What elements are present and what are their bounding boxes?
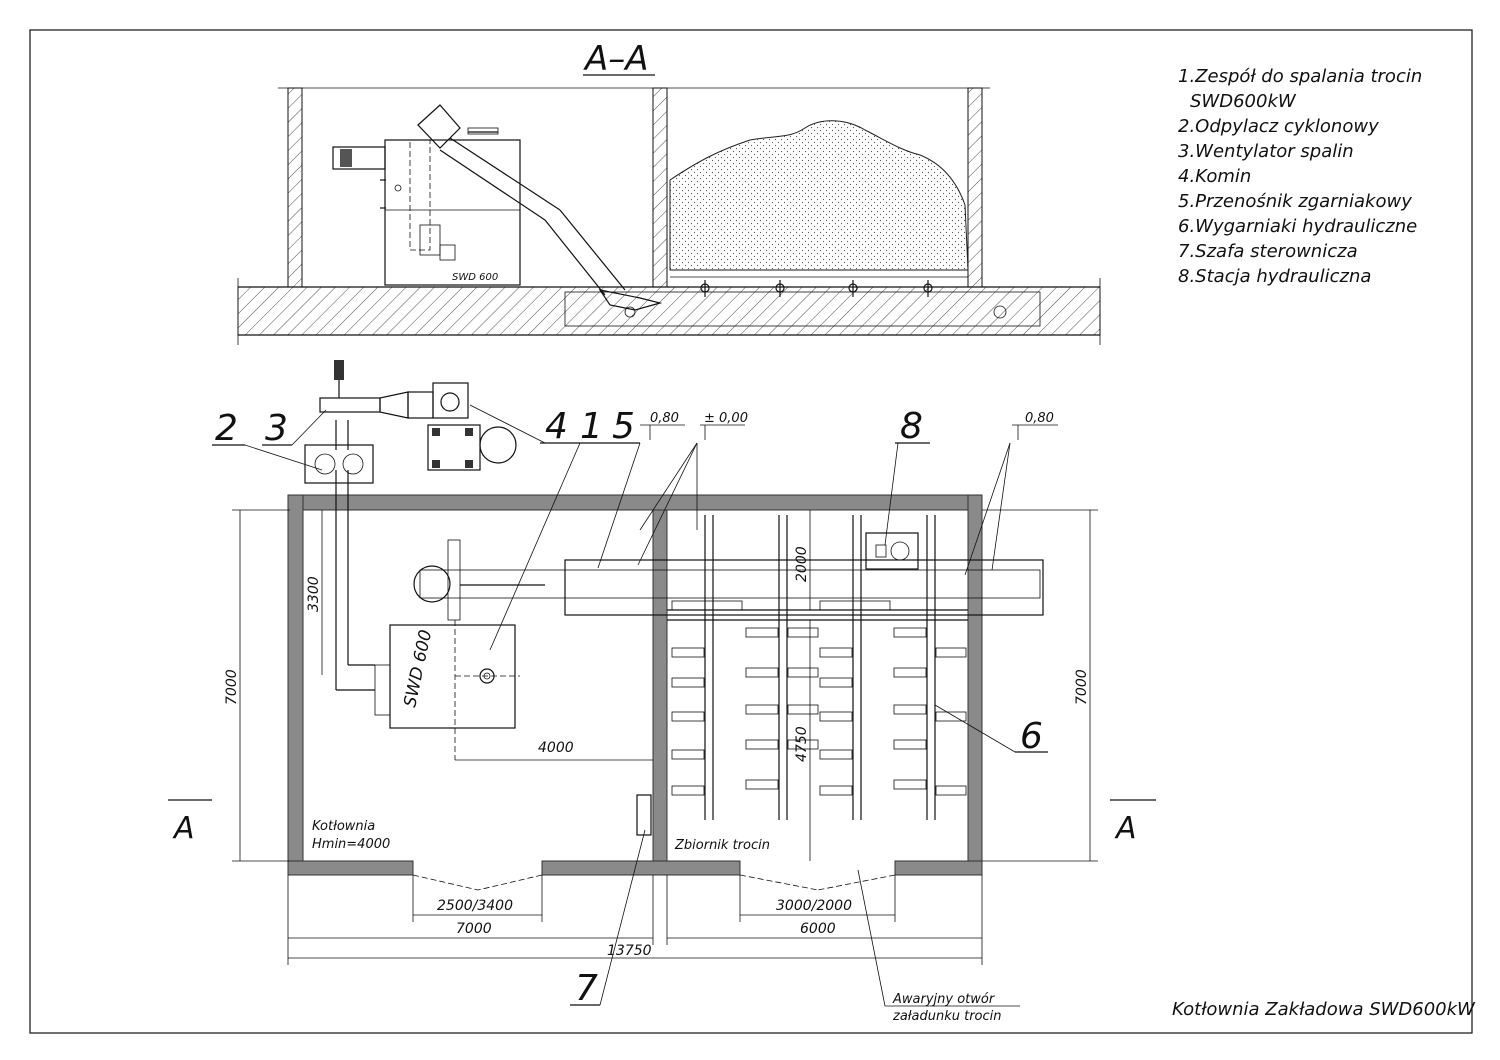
plan-view: SWD 600 Kotłownia Hmin=4000 Zbiornik tro… [287, 360, 1044, 876]
dim-13750: 13750 [607, 943, 652, 959]
legend: 1.Zespół do spalania trocin SWD600kW 2.O… [1178, 66, 1422, 287]
dim-7000-right: 7000 [1074, 669, 1090, 705]
dim-2000: 2000 [794, 546, 810, 582]
callout-3: 3 [265, 408, 288, 449]
legend-item-7: 7.Szafa sterownicza [1178, 241, 1358, 262]
legend-item-5: 5.Przenośnik zgarniakowy [1178, 191, 1412, 212]
hydraulic-station [865, 532, 919, 570]
emergency-label-2: załadunku trocin [892, 1009, 1002, 1024]
boiler-room-height: Hmin=4000 [312, 837, 390, 852]
control-cabinet [636, 794, 652, 836]
section-wall-right [967, 87, 983, 288]
section-wall-middle [652, 87, 668, 288]
boiler-section [384, 139, 521, 286]
callout-1: 1 [580, 406, 603, 447]
level-a: 0,80 [650, 411, 679, 426]
section-view: A–A SWD [237, 39, 1101, 345]
legend-item-2: 2.Odpylacz cyklonowy [1178, 116, 1379, 137]
section-title: A–A [583, 39, 649, 79]
level-b: ± 0,00 [704, 411, 748, 426]
callout-6: 6 [1020, 716, 1043, 757]
sawdust-pile [669, 120, 969, 271]
dim-6000-bottom: 6000 [800, 921, 836, 937]
dim-7000-bottom: 7000 [456, 921, 492, 937]
sawdust-tank-label: Zbiornik trocin [674, 838, 770, 853]
section-mark-left: A [172, 811, 195, 846]
level-c: 0,80 [1025, 411, 1054, 426]
callout-4: 4 [545, 406, 568, 447]
legend-item-4: 4.Komin [1178, 166, 1251, 187]
drawing-frame [29, 29, 1473, 1034]
dim-4750: 4750 [794, 726, 810, 762]
legend-item-1b: SWD600kW [1190, 91, 1297, 112]
legend-item-1: 1.Zespół do spalania trocin [1178, 66, 1422, 87]
feeder-head [417, 104, 461, 149]
extractor-blades [671, 600, 967, 796]
hydraulic-extractors [704, 515, 936, 820]
drawing-title: Kotłownia Zakładowa SWD600kW [1172, 999, 1476, 1020]
callouts: 2 3 4 1 5 0,80 ± 0,00 8 0,80 [168, 404, 1476, 1024]
scraper-conveyor [564, 559, 1044, 616]
emergency-label-1: Awaryjny otwór [892, 992, 996, 1007]
ground-slab [237, 286, 1101, 336]
dimensions: 7000 3300 4000 2000 4750 7000 2500/3400 … [224, 509, 1098, 965]
section-wall-left [287, 87, 303, 288]
dim-7000-left: 7000 [224, 669, 240, 705]
boiler-section-label: SWD 600 [452, 272, 498, 283]
dim-2500-3400: 2500/3400 [437, 898, 513, 914]
callout-7: 7 [575, 968, 598, 1009]
dim-4000: 4000 [538, 740, 574, 756]
cyclone [304, 444, 374, 484]
dim-3000-2000: 3000/2000 [776, 898, 852, 914]
callout-5: 5 [612, 406, 635, 447]
section-mark-right: A [1114, 811, 1137, 846]
legend-item-3: 3.Wentylator spalin [1178, 141, 1354, 162]
callout-8: 8 [900, 406, 923, 447]
callout-2: 2 [215, 408, 238, 449]
legend-item-6: 6.Wygarniaki hydrauliczne [1178, 216, 1417, 237]
legend-item-8: 8.Stacja hydrauliczna [1178, 266, 1371, 287]
flue-fan [432, 382, 469, 419]
boiler-room-label: Kotłownia [312, 819, 375, 834]
dim-3300: 3300 [306, 576, 322, 612]
boiler-plan-label: SWD 600 [400, 628, 436, 709]
conveyor-channel [564, 291, 1041, 327]
